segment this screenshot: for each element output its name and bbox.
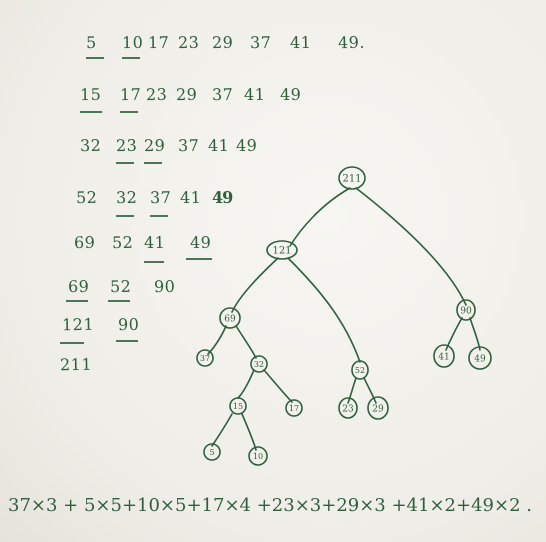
edge-211-121 — [289, 187, 351, 247]
node-circle-211 — [338, 166, 366, 190]
row7-underline-1 — [60, 342, 84, 344]
row5-underline-2 — [186, 258, 212, 260]
edge-69-37 — [207, 325, 227, 355]
node-circle-69 — [219, 307, 241, 329]
weighted-path-formula: 37×3 + 5×5+10×5+17×4 +23×3+29×3 +41×2+49… — [8, 495, 532, 516]
merge-row-6: 69 52 90 — [0, 277, 546, 318]
edge-90-41 — [445, 317, 463, 351]
node-circle-15 — [229, 397, 247, 415]
merge-row-3: 32 23 29 37 41 49 — [0, 136, 546, 177]
edge-121-52 — [287, 257, 361, 363]
row4-underline-2 — [150, 215, 168, 217]
node-label-5: 5 — [209, 448, 214, 457]
merge-row-1: 5 10 17 23 29 37 41 49. — [0, 33, 546, 74]
edge-32-17 — [263, 369, 293, 403]
row4-underline-1 — [116, 215, 134, 217]
edge-32-15 — [237, 369, 255, 399]
node-circle-52 — [351, 360, 369, 380]
row1-underline-2 — [122, 57, 140, 59]
merge-row-7: 121 90 — [0, 315, 546, 356]
node-circle-17 — [285, 399, 303, 417]
node-label-10: 10 — [253, 452, 263, 461]
node-circle-32 — [250, 355, 268, 373]
node-label-37: 37 — [200, 354, 210, 363]
row6-underline-1 — [66, 300, 88, 302]
node-label-17: 17 — [289, 404, 299, 413]
row7-underline-2 — [116, 340, 138, 342]
node-circle-49 — [468, 346, 492, 370]
node-circle-29 — [367, 396, 389, 420]
node-circle-37 — [196, 349, 214, 367]
node-label-211: 211 — [342, 174, 361, 185]
node-label-52: 52 — [355, 366, 365, 375]
merge-row-4: 52 32 37 41 49 — [0, 188, 546, 229]
row2-underline-2 — [120, 111, 138, 113]
edge-52-23 — [347, 377, 357, 404]
node-circle-41 — [433, 344, 455, 368]
edge-121-69 — [231, 257, 279, 313]
node-label-41: 41 — [438, 353, 449, 363]
node-circle-5 — [203, 443, 221, 461]
node-label-121: 121 — [272, 246, 291, 257]
node-label-90: 90 — [460, 307, 472, 317]
node-label-15: 15 — [233, 402, 243, 411]
edge-15-10 — [241, 413, 257, 451]
node-label-32: 32 — [254, 360, 264, 369]
row1-underline-1 — [86, 57, 104, 59]
edge-15-5 — [211, 413, 233, 447]
node-circle-90 — [456, 299, 476, 321]
row2-underline-1 — [80, 111, 102, 113]
merge-row-5: 69 52 41 49 — [0, 233, 546, 274]
edge-211-90 — [355, 187, 467, 306]
edge-52-29 — [363, 377, 377, 404]
node-circle-23 — [338, 397, 358, 419]
node-label-29: 29 — [372, 405, 384, 415]
edge-69-32 — [235, 325, 257, 359]
node-circle-121 — [266, 240, 298, 260]
node-label-49: 49 — [474, 355, 486, 365]
edge-90-49 — [469, 317, 481, 351]
row5-underline-1 — [144, 261, 164, 263]
row3-underline-1 — [116, 162, 134, 164]
node-label-69: 69 — [224, 315, 236, 325]
merge-row-2: 15 17 23 29 37 41 49 — [0, 85, 546, 126]
node-label-23: 23 — [342, 405, 354, 415]
row6-underline-2 — [108, 300, 130, 302]
node-circle-10 — [248, 446, 268, 466]
row3-underline-2 — [144, 162, 162, 164]
